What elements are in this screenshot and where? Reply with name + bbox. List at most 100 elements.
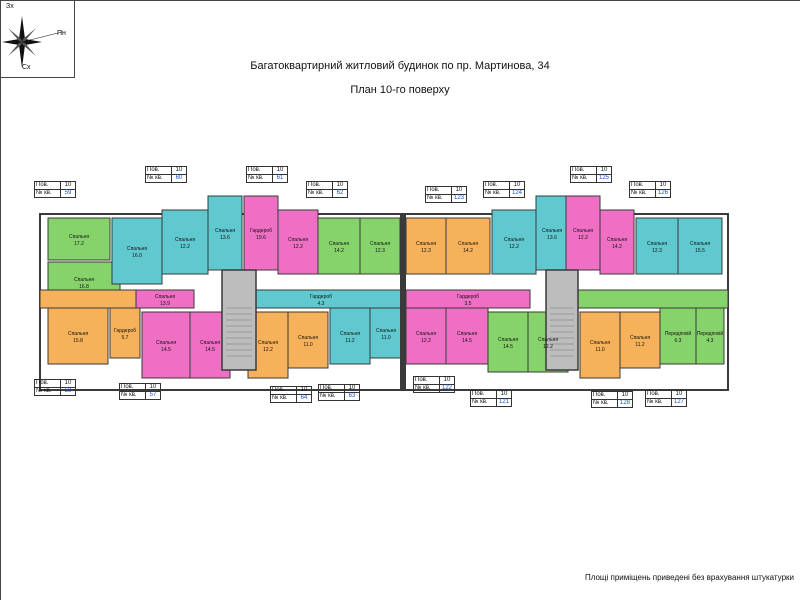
room-area-label: 13.9 [160, 301, 170, 307]
room-area-label: 11.0 [381, 335, 391, 341]
floor-value: 10 [60, 181, 76, 190]
apt-number: 57 [145, 391, 161, 400]
room-area-label: 16.8 [79, 284, 89, 290]
apt-label: № кв. [470, 398, 497, 407]
room-name-label: Спальня [690, 241, 710, 247]
apt-label: № кв. [246, 174, 273, 183]
room-2 [111, 217, 163, 285]
room-area-label: 11.2 [345, 338, 355, 344]
room-name-label: Спальня [573, 228, 593, 234]
drawing-subtitle: План 10-го поверху [350, 84, 450, 96]
room-area-label: 15.8 [73, 338, 83, 344]
apt-number: 124 [509, 189, 525, 198]
floor-value: 10 [145, 383, 161, 392]
party-wall [400, 214, 406, 390]
room-area-label: 16.0 [132, 253, 142, 259]
floor-value: 10 [596, 166, 612, 175]
floor-value: 10 [296, 386, 312, 395]
room-name-label: Спальня [200, 340, 220, 346]
room-name-label: Спальня [69, 234, 89, 240]
room-17 [39, 289, 137, 309]
apt-number: 122 [439, 384, 455, 393]
apt-number: 62 [332, 189, 348, 198]
room-6 [277, 209, 319, 275]
room-name-label: Гардероб [457, 294, 479, 300]
room-area-label: 14.5 [161, 347, 171, 353]
room-area-label: 14.2 [612, 244, 622, 250]
apt-number: 125 [596, 174, 612, 183]
room-34 [579, 311, 621, 379]
room-name-label: Спальня [376, 328, 396, 334]
floor-label: Пов. [318, 384, 345, 393]
room-name-label: Спальня [458, 241, 478, 247]
room-name-label: Гардероб [114, 328, 136, 334]
apt-number: 128 [617, 399, 633, 408]
room-13 [565, 195, 601, 271]
room-name-label: Спальня [68, 331, 88, 337]
room-area-label: 12.2 [293, 244, 303, 250]
floor-label: Пов. [119, 383, 146, 392]
floor-value: 10 [451, 186, 467, 195]
room-name-label: Спальня [590, 340, 610, 346]
room-name-label: Спальня [340, 331, 360, 337]
room-10 [445, 217, 491, 275]
room-name-label: Спальня [156, 340, 176, 346]
room-24 [141, 311, 191, 379]
floor-label: Пов. [413, 376, 440, 385]
floor-label: Пов. [34, 181, 61, 190]
room-name-label: Гардероб [310, 294, 332, 300]
floor-value: 10 [171, 166, 187, 175]
room-30 [405, 307, 447, 365]
room-area-label: 11.0 [303, 342, 313, 348]
room-area-label: 12.2 [180, 244, 190, 250]
room-area-label: 14.5 [205, 347, 215, 353]
compass-west-label: Зх [6, 3, 14, 10]
room-4 [207, 195, 243, 271]
room-name-label: Спальня [288, 237, 308, 243]
apt-label: № кв. [591, 399, 618, 408]
floor-label: Пов. [483, 181, 510, 190]
apt-label: № кв. [306, 189, 333, 198]
room-name-label: Спальня [258, 340, 278, 346]
room-29 [369, 307, 403, 359]
apt-label: № кв. [645, 398, 672, 407]
compass-star-icon [2, 16, 63, 68]
room-31 [445, 307, 489, 365]
floor-label: Пов. [425, 186, 452, 195]
room-27 [287, 311, 329, 369]
room-area-label: 12.2 [421, 338, 431, 344]
floor-label: Пов. [246, 166, 273, 175]
room-area-label: 14.5 [462, 338, 472, 344]
room-21 [577, 289, 729, 309]
room-8 [359, 217, 401, 275]
floor-value: 10 [617, 391, 633, 400]
floor-value: 10 [439, 376, 455, 385]
room-name-label: Спальня [607, 237, 627, 243]
room-name-label: Спальня [329, 241, 349, 247]
footnote: Площі приміщень приведені без врахування… [584, 573, 794, 582]
room-28 [329, 307, 371, 365]
room-area-label: 11.0 [595, 347, 605, 353]
room-7 [317, 217, 361, 275]
floor-value: 10 [60, 379, 76, 388]
floor-label: Пов. [34, 379, 61, 388]
floor-value: 10 [509, 181, 525, 190]
apt-number: 64 [296, 394, 312, 403]
room-name-label: Спальня [647, 241, 667, 247]
room-name-label: Передпокій [665, 330, 692, 337]
apt-number: 127 [671, 398, 687, 407]
apt-label: № кв. [145, 174, 172, 183]
apt-number: 121 [496, 398, 512, 407]
compass-north-label: Пн [57, 30, 66, 37]
room-16 [677, 217, 723, 275]
floor-value: 10 [272, 166, 288, 175]
apt-label: № кв. [318, 392, 345, 401]
room-name-label: Спальня [127, 246, 147, 252]
